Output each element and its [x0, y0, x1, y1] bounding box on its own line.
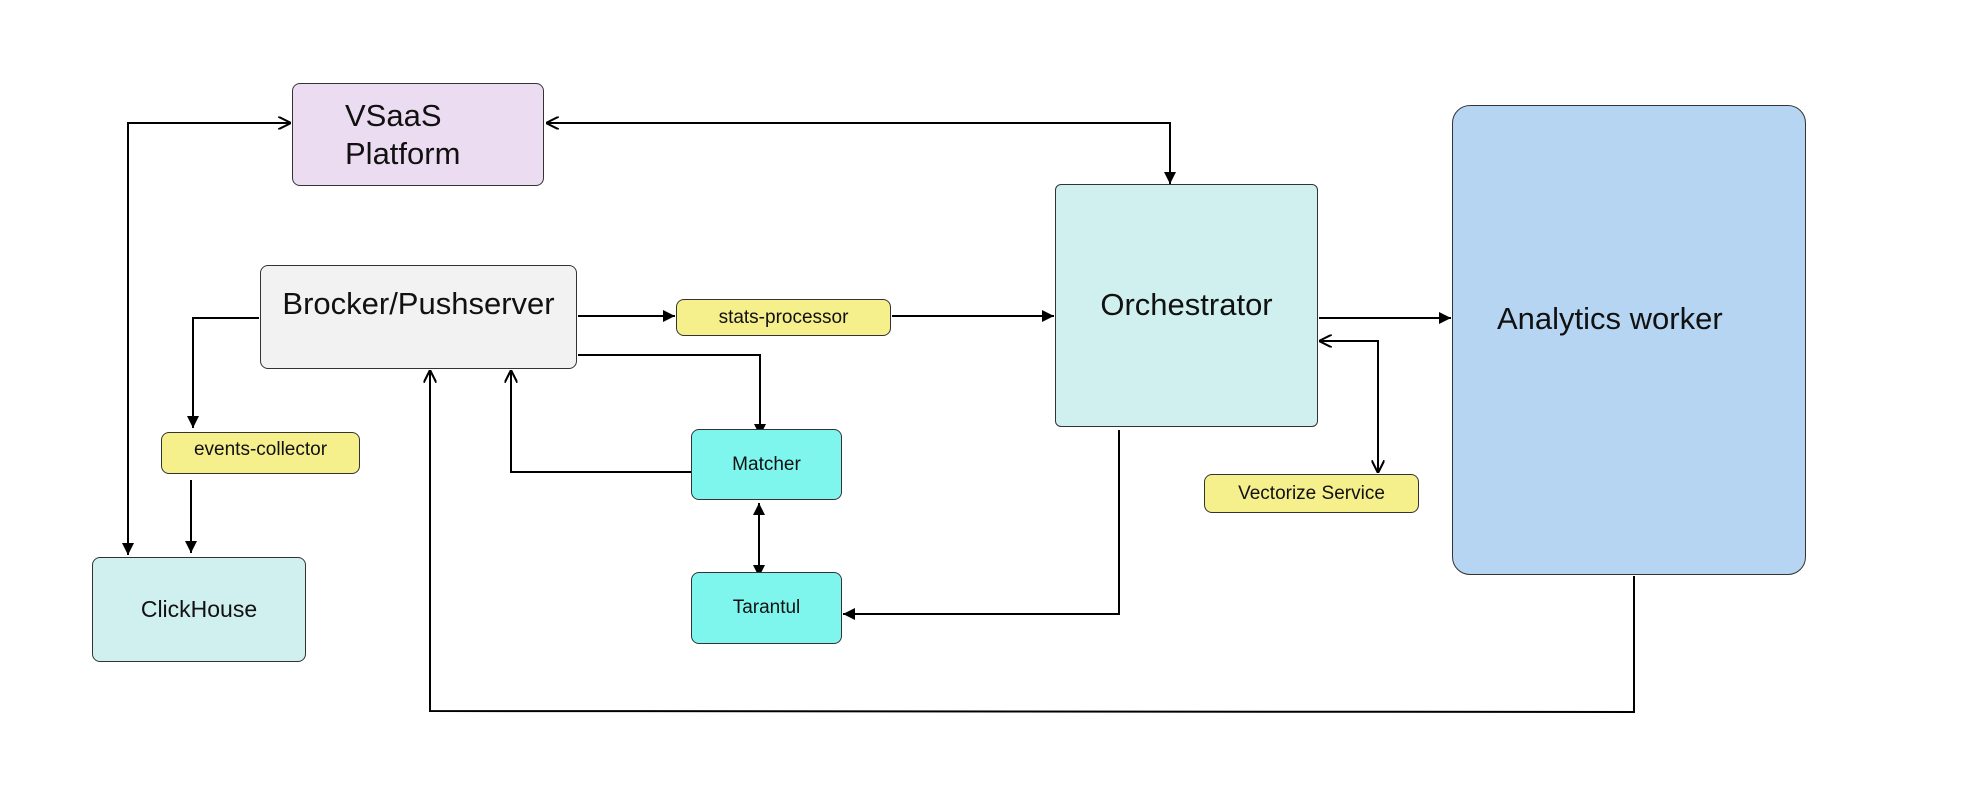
edge-vsaas-orchestrator — [546, 123, 1170, 184]
vectorize-service-label: Vectorize Service — [1238, 482, 1385, 504]
edge-broker-matcher — [578, 354, 766, 436]
vsaas-platform-label: VSaaS Platform — [345, 97, 461, 171]
tarantul-box: Tarantul — [691, 572, 842, 644]
orchestrator-label: Orchestrator — [1100, 287, 1273, 322]
events-collector-box: events-collector — [161, 432, 360, 474]
orchestrator-box: Orchestrator — [1055, 184, 1318, 427]
edge-broker-events — [187, 317, 259, 428]
clickhouse-box: ClickHouse — [92, 557, 306, 662]
matcher-box: Matcher — [691, 429, 842, 500]
vsaas-platform-box: VSaaS Platform — [292, 83, 544, 186]
edge-orchestrator-vectorize — [1319, 341, 1378, 473]
tarantul-label: Tarantul — [732, 597, 801, 618]
analytics-worker-box: Analytics worker — [1452, 105, 1806, 575]
analytics-worker-label: Analytics worker — [1497, 301, 1723, 336]
vectorize-service-box: Vectorize Service — [1204, 474, 1419, 513]
edge-orchestrator-tarantul — [843, 430, 1120, 620]
broker-pushserver-box: Brocker/Pushserver — [260, 265, 577, 369]
events-collector-label: events-collector — [193, 439, 328, 460]
edge-analytics-broker — [430, 370, 1635, 714]
broker-pushserver-label: Brocker/Pushserver — [282, 286, 555, 321]
stats-processor-label: stats-processor — [718, 306, 849, 328]
clickhouse-label: ClickHouse — [140, 596, 258, 622]
matcher-label: Matcher — [732, 453, 801, 475]
edge-matcher-broker — [511, 370, 691, 473]
edge-vsaas-clickhouse — [128, 123, 291, 555]
stats-processor-box: stats-processor — [676, 299, 891, 336]
